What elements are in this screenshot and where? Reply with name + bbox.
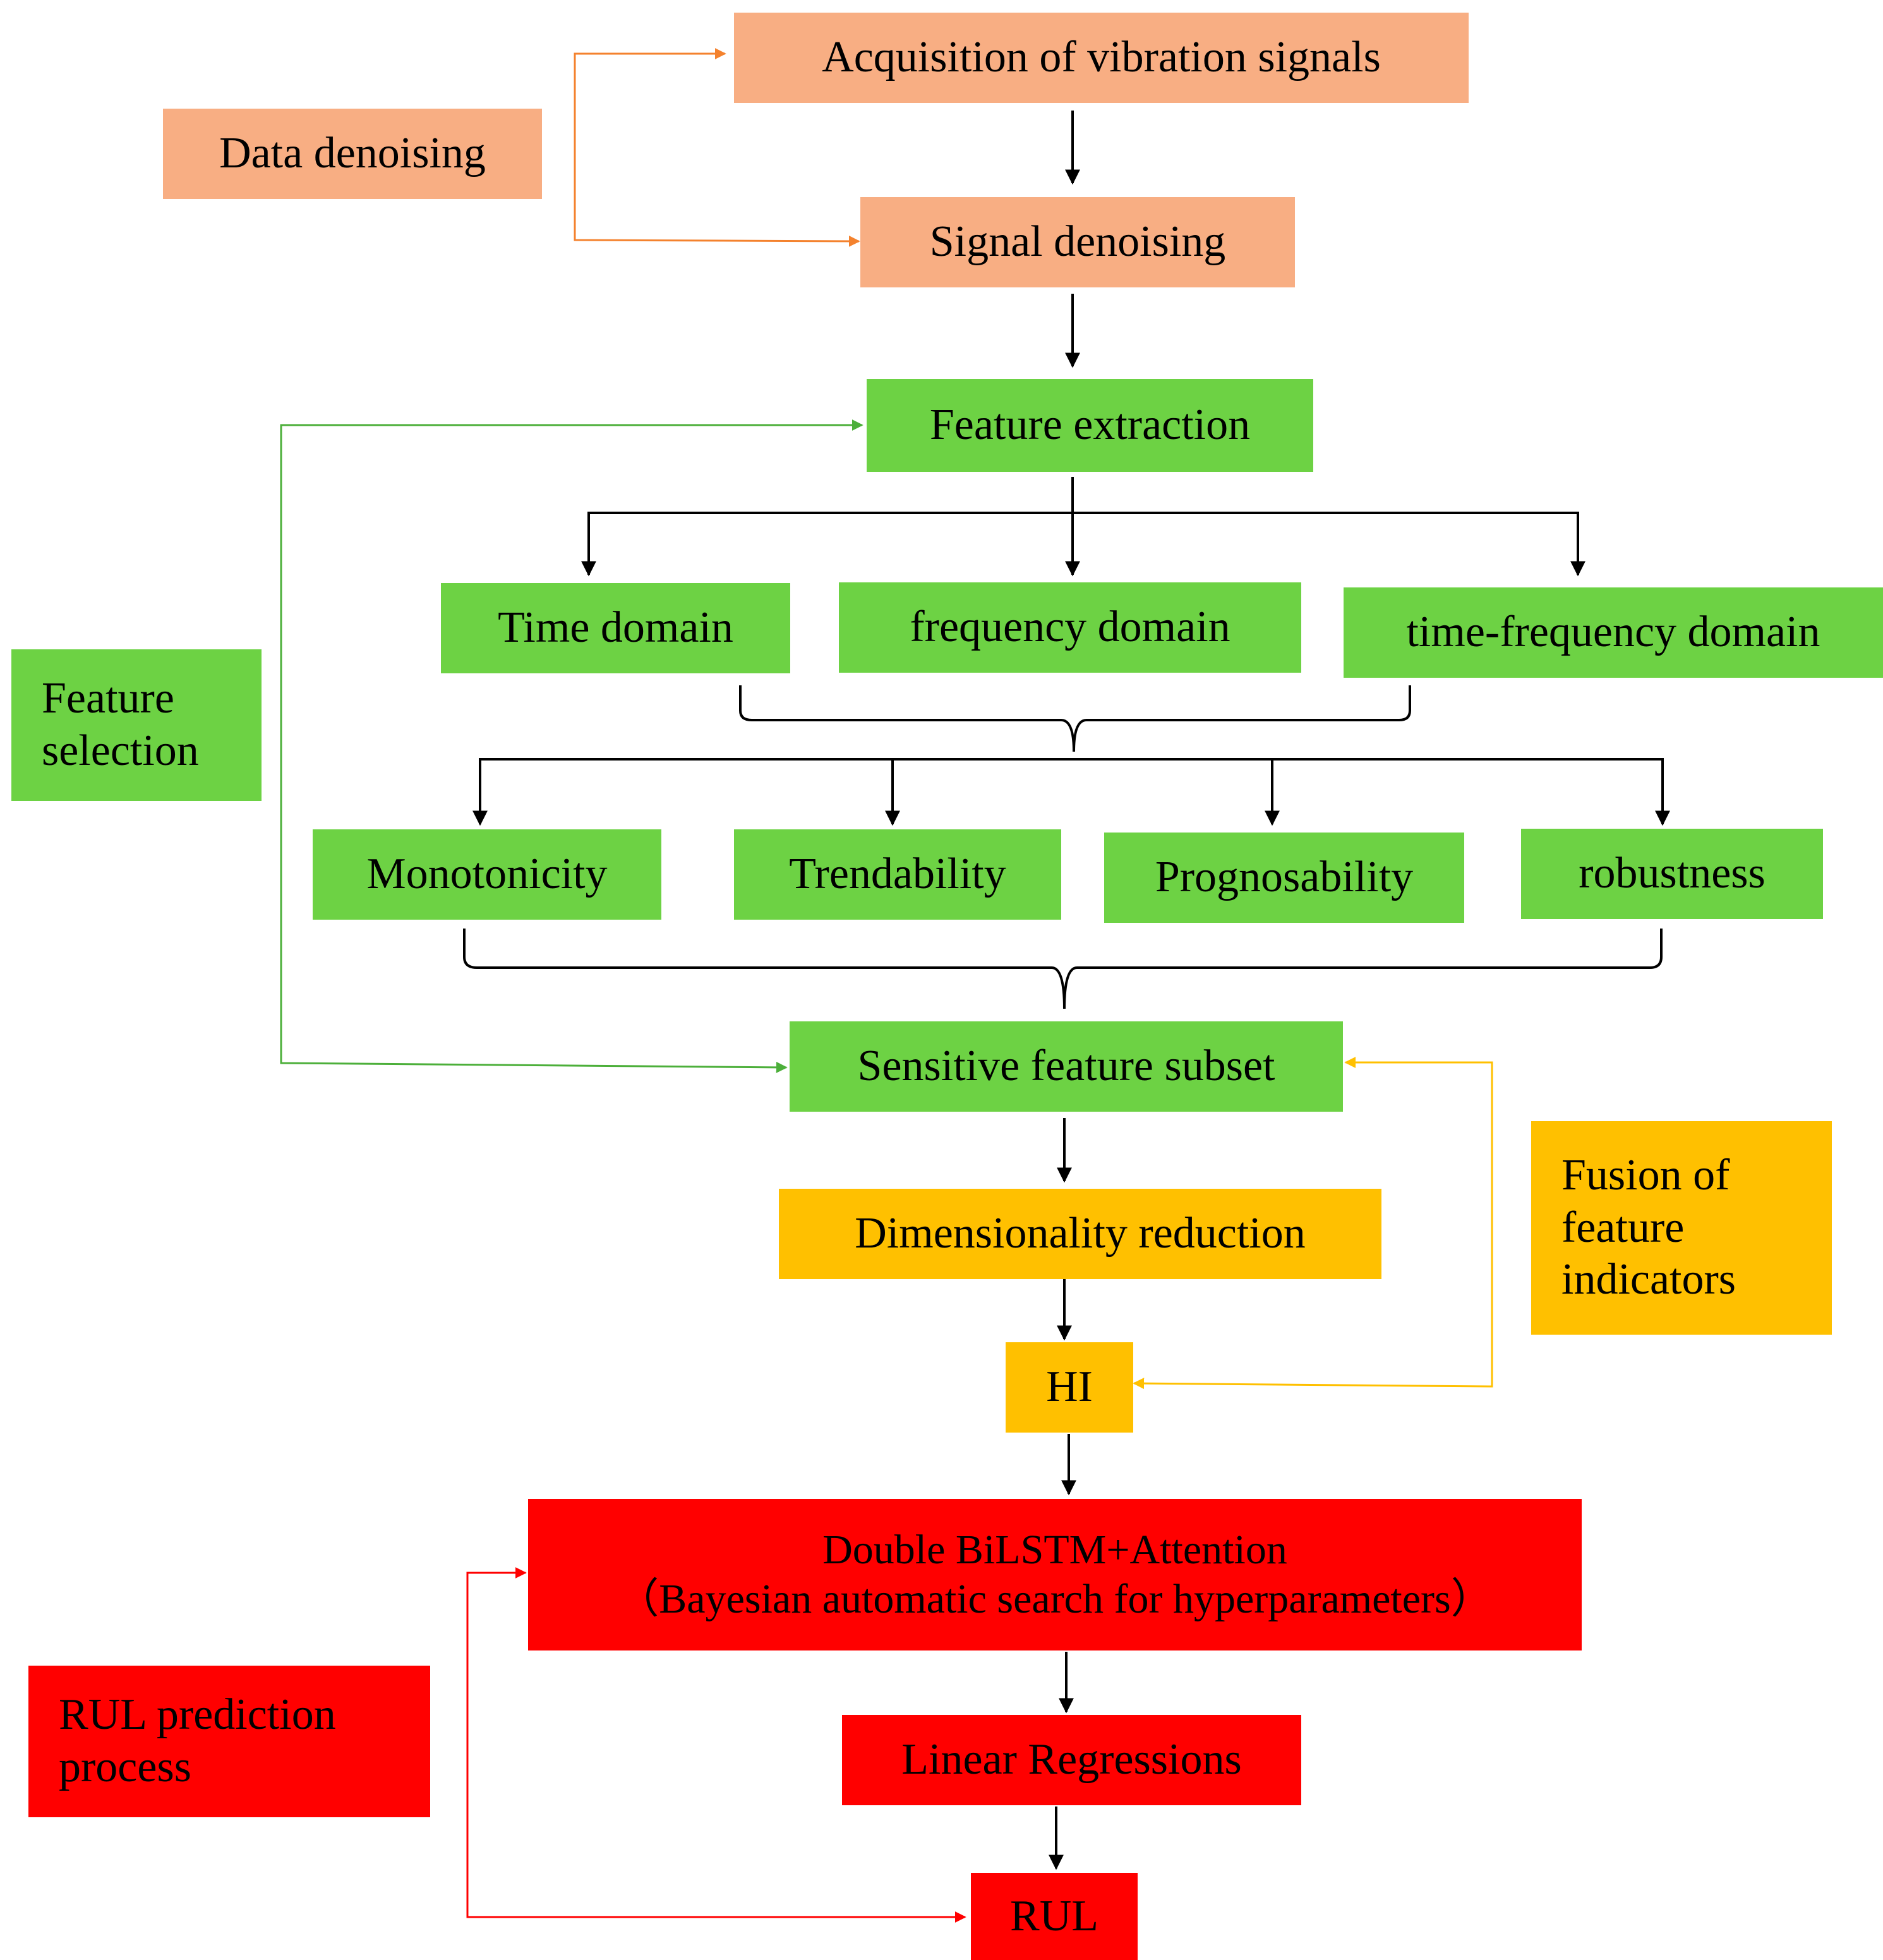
arrow-prediction-loop-top <box>466 1567 527 1917</box>
branch-line-domains <box>587 512 1579 575</box>
node-hi: HI <box>1006 1342 1133 1433</box>
node-sensitive-feature-subset: Sensitive feature subset <box>790 1021 1343 1112</box>
arrow-fusion-loop-bottom <box>1133 1200 1493 1390</box>
stage-label-feature-selection: Feature selection <box>11 649 262 801</box>
arrow-denoising-loop-top <box>574 48 726 240</box>
node-robustness: robustness <box>1521 829 1823 919</box>
node-linear-regressions: Linear Regressions <box>842 1715 1301 1805</box>
stage-label-data-denoising: Data denoising <box>163 109 542 199</box>
node-monotonicity: Monotonicity <box>313 829 661 920</box>
node-trendability: Trendability <box>734 829 1061 920</box>
node-rul: RUL <box>971 1873 1138 1960</box>
node-prognosability: Prognosability <box>1104 833 1464 923</box>
arrow-denoising-loop-bottom <box>574 126 860 247</box>
stage-label-fusion: Fusion of feature indicators <box>1531 1121 1832 1335</box>
node-time-frequency-domain: time-frequency domain <box>1344 587 1883 678</box>
brace-criteria <box>463 929 1663 1009</box>
node-acquisition: Acquisition of vibration signals <box>734 13 1469 103</box>
node-feature-extraction: Feature extraction <box>867 379 1313 472</box>
branch-line-criteria <box>479 758 1664 821</box>
stage-label-rul-prediction: RUL prediction process <box>28 1666 430 1817</box>
brace-domains <box>739 685 1411 752</box>
node-dimensionality-reduction: Dimensionality reduction <box>779 1189 1381 1279</box>
arrow-prediction-loop-bottom <box>466 1705 966 1923</box>
node-time-domain: Time domain <box>441 583 790 673</box>
node-frequency-domain: frequency domain <box>839 582 1301 673</box>
node-signal-denoising: Signal denoising <box>860 197 1295 287</box>
node-double-bilstm-attention: Double BiLSTM+Attention （Bayesian automa… <box>528 1499 1582 1650</box>
arrow-selection-loop-bottom <box>280 758 788 1073</box>
